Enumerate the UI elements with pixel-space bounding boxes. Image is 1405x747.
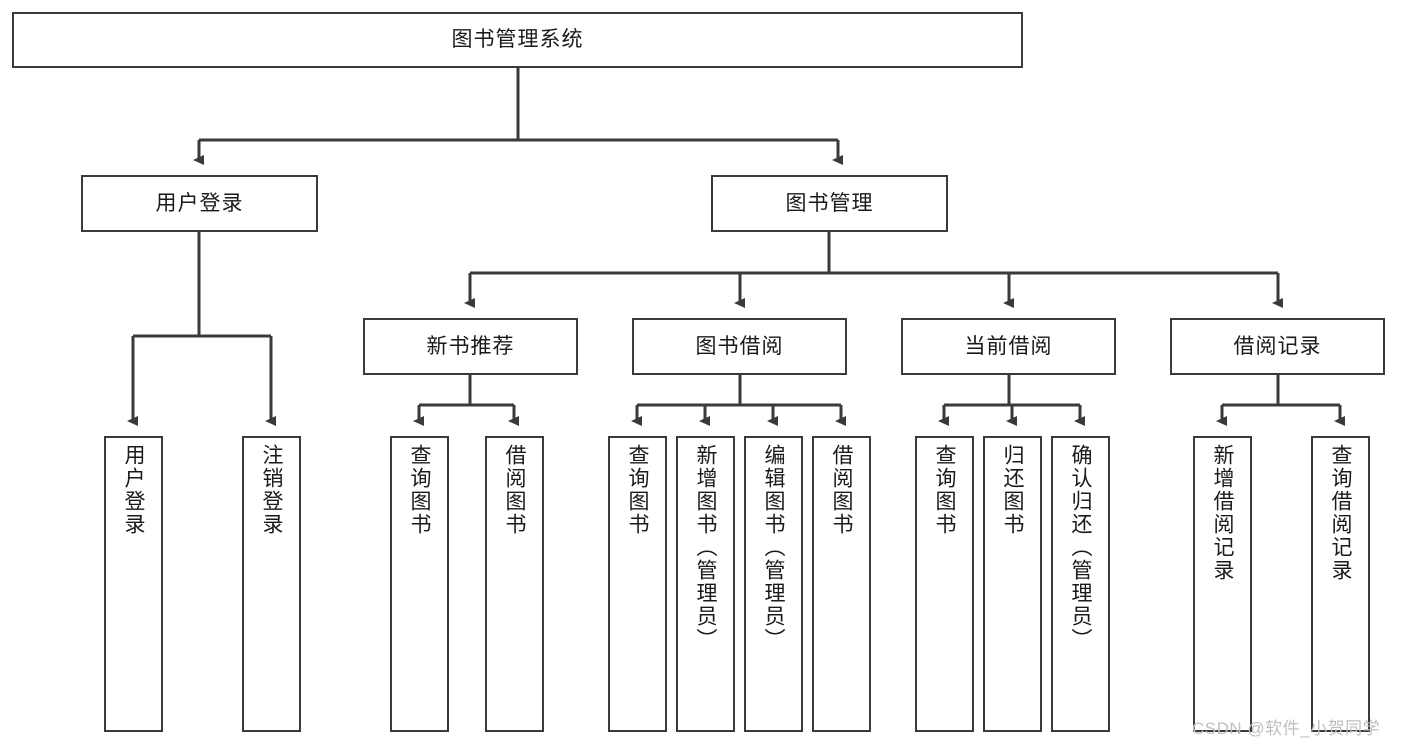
node-root-system[interactable]: 图书管理系统	[12, 12, 1023, 68]
node-label: 图书管理	[785, 191, 874, 215]
node-label: 用户登录	[122, 444, 145, 536]
node-label: 查询图书	[408, 444, 431, 536]
node-borrow-record[interactable]: 借阅记录	[1170, 318, 1385, 375]
node-label: 注销登录	[260, 444, 283, 536]
node-label: 用户登录	[155, 191, 244, 215]
node-label: 归还图书	[1001, 444, 1024, 536]
node-label: 编辑图书（管理员）	[762, 444, 785, 651]
leaf-query-book-recommend[interactable]: 查询图书	[390, 436, 449, 732]
node-label: 新增图书（管理员）	[694, 444, 717, 651]
node-book-management[interactable]: 图书管理	[711, 175, 948, 232]
node-label: 借阅图书	[830, 444, 853, 536]
leaf-borrow-book-recommend[interactable]: 借阅图书	[485, 436, 544, 732]
leaf-user-login[interactable]: 用户登录	[104, 436, 163, 732]
node-new-book-recommend[interactable]: 新书推荐	[363, 318, 578, 375]
node-label: 当前借阅	[964, 334, 1053, 358]
node-label: 查询图书	[933, 444, 956, 536]
node-label: 新增借阅记录	[1211, 444, 1234, 582]
node-label: 查询图书	[626, 444, 649, 536]
node-label: 图书管理系统	[451, 28, 584, 52]
csdn-watermark: CSDN @软件_小贺同学	[1192, 719, 1381, 738]
leaf-query-borrow-record[interactable]: 查询借阅记录	[1311, 436, 1370, 732]
leaf-query-book-borrow[interactable]: 查询图书	[608, 436, 667, 732]
leaf-confirm-return-admin[interactable]: 确认归还（管理员）	[1051, 436, 1110, 732]
node-current-borrow[interactable]: 当前借阅	[901, 318, 1116, 375]
leaf-query-book-current[interactable]: 查询图书	[915, 436, 974, 732]
node-book-borrow[interactable]: 图书借阅	[632, 318, 847, 375]
leaf-logout[interactable]: 注销登录	[242, 436, 301, 732]
node-label: 查询借阅记录	[1329, 444, 1352, 582]
node-user-login[interactable]: 用户登录	[81, 175, 318, 232]
leaf-borrow-book[interactable]: 借阅图书	[812, 436, 871, 732]
node-label: 新书推荐	[426, 334, 515, 358]
node-label: 图书借阅	[695, 334, 784, 358]
leaf-add-book-admin[interactable]: 新增图书（管理员）	[676, 436, 735, 732]
leaf-add-borrow-record[interactable]: 新增借阅记录	[1193, 436, 1252, 732]
node-label: 借阅图书	[503, 444, 526, 536]
leaf-edit-book-admin[interactable]: 编辑图书（管理员）	[744, 436, 803, 732]
node-label: 确认归还（管理员）	[1069, 444, 1092, 651]
leaf-return-book[interactable]: 归还图书	[983, 436, 1042, 732]
node-label: 借阅记录	[1233, 334, 1322, 358]
